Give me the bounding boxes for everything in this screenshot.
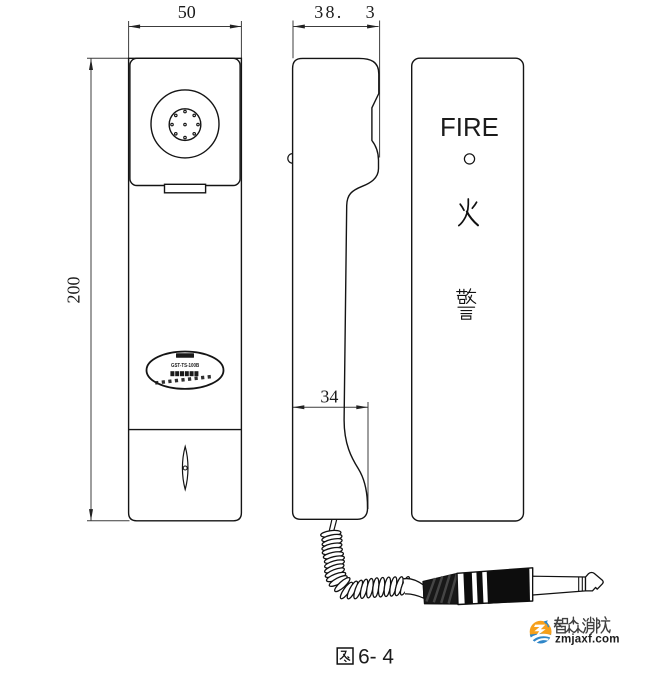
svg-text:FIRE: FIRE [440, 114, 499, 142]
svg-text:38.: 38. [314, 2, 343, 22]
svg-text:200: 200 [64, 277, 84, 304]
svg-text:GST-TS-100B: GST-TS-100B [171, 363, 199, 369]
svg-text:zmjaxf.com: zmjaxf.com [555, 633, 620, 645]
svg-text:6- 4: 6- 4 [358, 645, 394, 668]
svg-text:3: 3 [366, 2, 375, 22]
svg-text:34: 34 [320, 386, 338, 406]
svg-text:50: 50 [178, 2, 196, 22]
